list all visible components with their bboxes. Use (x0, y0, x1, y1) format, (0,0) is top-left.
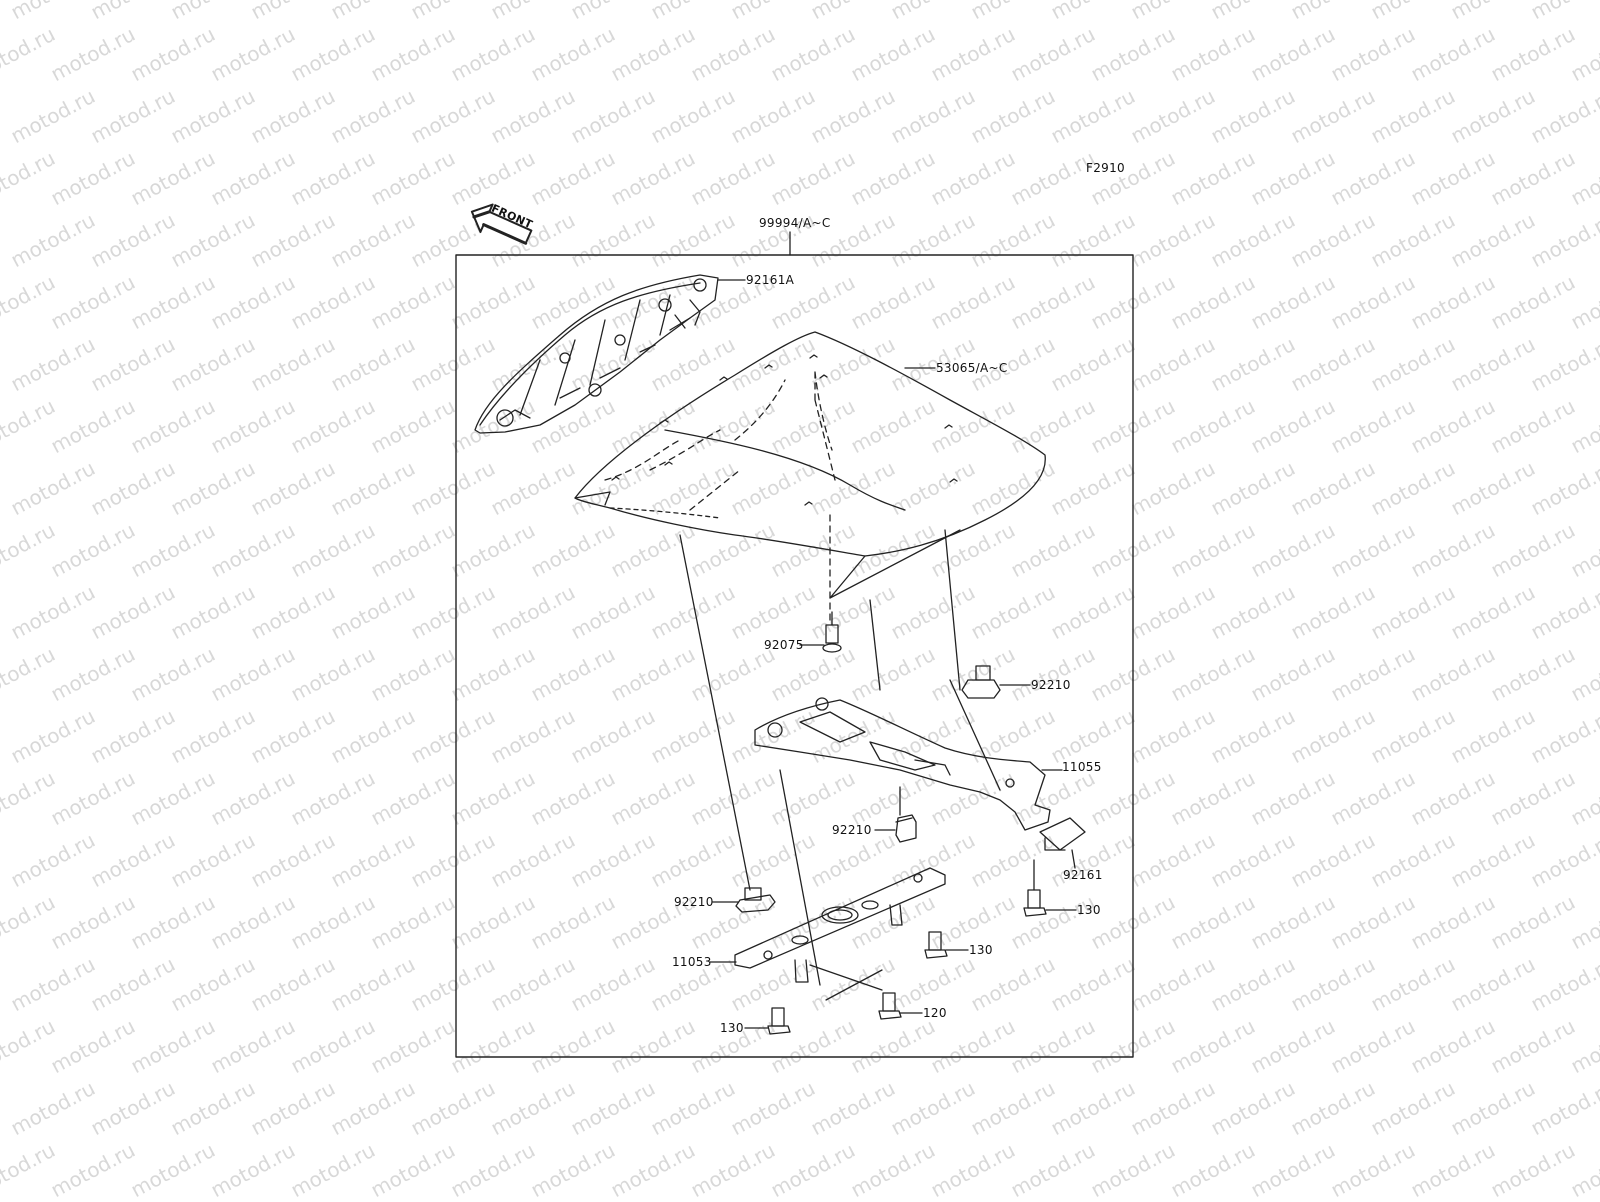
kit-frame (455, 254, 1134, 1058)
label-130-center[interactable]: 130 (969, 943, 993, 957)
label-92210-left[interactable]: 92210 (674, 895, 714, 909)
label-92075[interactable]: 92075 (764, 638, 804, 652)
label-130-left[interactable]: 130 (720, 1021, 744, 1035)
pad-92161-part (1039, 817, 1086, 851)
nut-92210-center-part (895, 814, 917, 843)
label-92161[interactable]: 92161 (1063, 868, 1103, 882)
seat-cowl-tail-part (474, 274, 719, 434)
leader-92161 (1071, 849, 1076, 869)
label-92210-center[interactable]: 92210 (832, 823, 872, 837)
nut-92210-right-part (961, 665, 1001, 699)
bolt-130-right-part (1023, 859, 1047, 917)
nut-92210-left-part (735, 887, 776, 913)
bracket-11055-part (754, 697, 1051, 831)
bolt-130-center-part (924, 931, 948, 959)
bolt-130-left-part (767, 1007, 791, 1035)
seat-mount-lines (829, 529, 961, 691)
bolt-92075-part (822, 611, 842, 653)
front-arrow-icon (470, 203, 533, 245)
label-130-right[interactable]: 130 (1077, 903, 1101, 917)
label-92210-right[interactable]: 92210 (1031, 678, 1071, 692)
bolt-120-part (878, 992, 902, 1020)
seat-cover-part (574, 331, 1046, 557)
figure-code: F2910 (1086, 161, 1125, 175)
label-11055[interactable]: 11055 (1062, 760, 1102, 774)
label-kit[interactable]: 99994/A~C (759, 216, 831, 230)
label-120[interactable]: 120 (923, 1006, 947, 1020)
label-53065[interactable]: 53065/A~C (936, 361, 1008, 375)
label-11053[interactable]: 11053 (672, 955, 712, 969)
bracket-11053-part (734, 867, 946, 983)
label-92161A[interactable]: 92161A (746, 273, 795, 287)
